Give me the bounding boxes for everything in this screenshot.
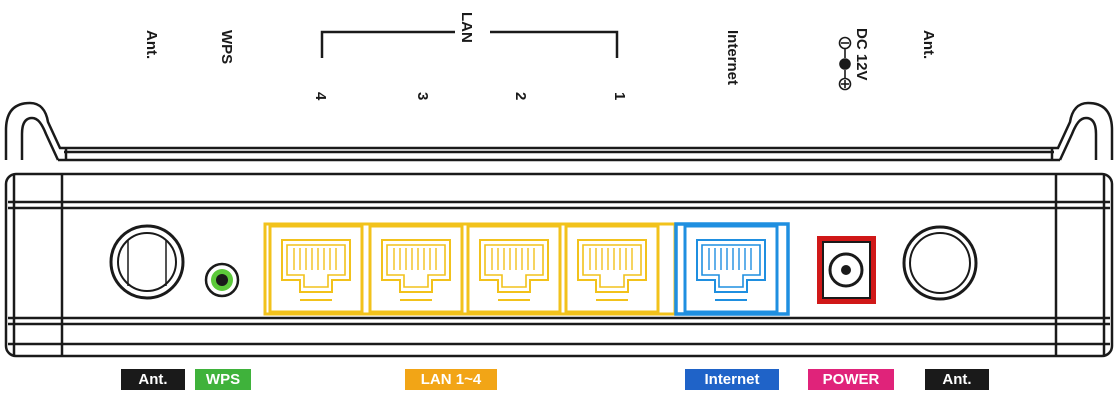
router-top-cover — [4, 101, 1114, 162]
router-chassis — [4, 172, 1114, 358]
ant-right-top-label: Ant. — [920, 30, 937, 59]
power-badge: POWER — [808, 369, 894, 390]
ant-left-top-label: Ant. — [143, 30, 160, 59]
lan-port-group — [263, 222, 677, 316]
lan-port-3-number: 3 — [414, 92, 431, 100]
antenna-left-connector — [109, 224, 185, 300]
lan-port-3[interactable] — [368, 224, 464, 314]
internet-top-label: Internet — [724, 30, 741, 85]
internet-badge: Internet — [685, 369, 779, 390]
wps-top-label: WPS — [218, 30, 235, 64]
lan-port-2[interactable] — [466, 224, 562, 314]
ant-left-badge: Ant. — [121, 369, 185, 390]
lan-port-4-number: 4 — [312, 92, 329, 101]
dc-top-label: DC 12V — [853, 28, 870, 81]
lan-port-4[interactable] — [268, 224, 364, 314]
internet-port[interactable] — [674, 222, 790, 316]
antenna-right-connector — [902, 225, 978, 301]
lan-badge: LAN 1~4 — [405, 369, 497, 390]
dc-polarity-icon — [838, 36, 852, 91]
wps-badge: WPS — [195, 369, 251, 390]
power-jack[interactable] — [817, 236, 876, 304]
lan-bracket — [320, 30, 619, 58]
lan-port-1-number: 1 — [611, 92, 628, 100]
wps-button[interactable] — [204, 262, 240, 298]
lan-group-label: LAN — [458, 12, 475, 43]
lan-port-2-number: 2 — [512, 92, 529, 100]
ant-right-badge: Ant. — [925, 369, 989, 390]
lan-port-1[interactable] — [564, 224, 660, 314]
